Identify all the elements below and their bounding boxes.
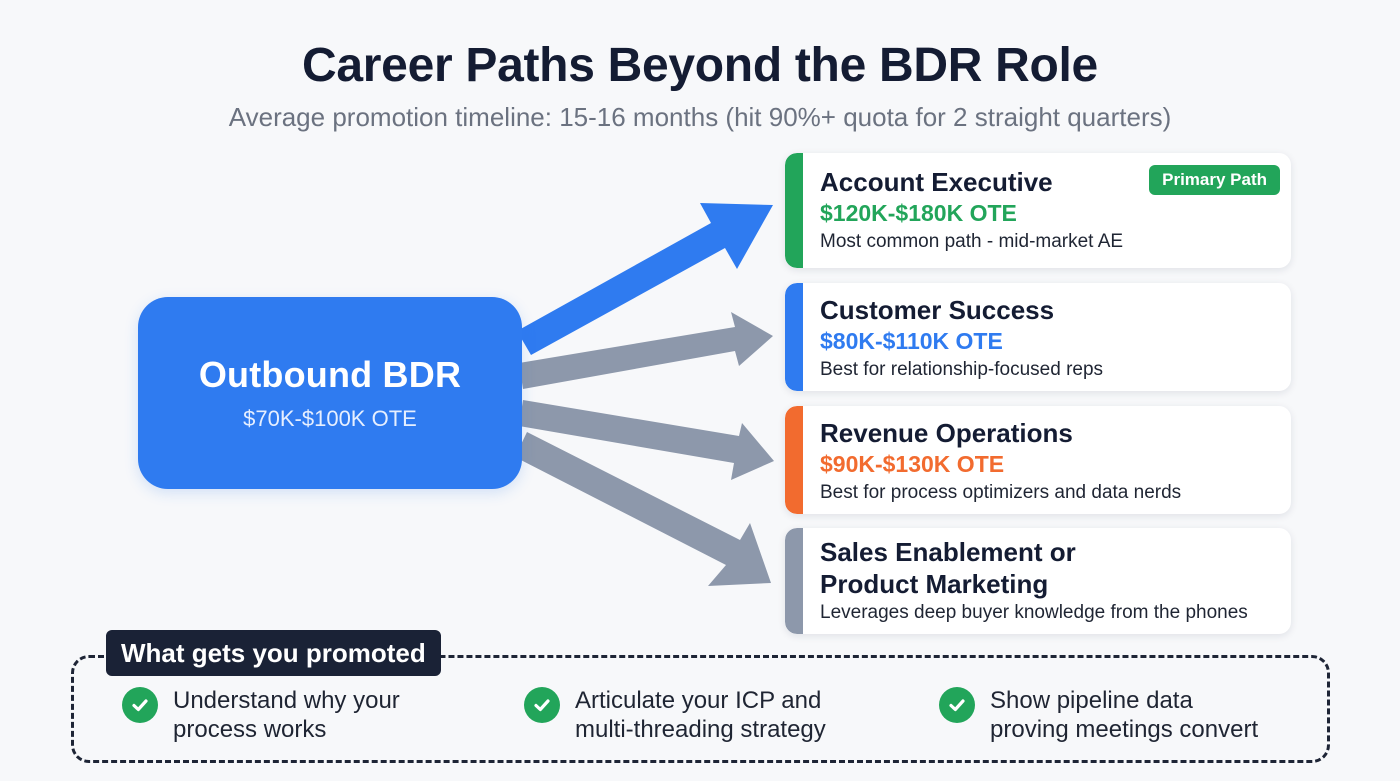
source-role-box: Outbound BDR $70K-$100K OTE xyxy=(138,297,522,489)
arrow-sales-enablement xyxy=(515,432,771,586)
card-title-line-1: Sales Enablement or xyxy=(820,537,1076,567)
promotion-item: Understand why your process works xyxy=(122,686,400,744)
path-card-revenue-operations: Revenue Operations $90K-$130K OTE Best f… xyxy=(785,406,1291,514)
promotion-criteria-label: What gets you promoted xyxy=(106,630,441,676)
promotion-item-text: Understand why your process works xyxy=(173,686,400,744)
card-salary: $120K-$180K OTE xyxy=(820,200,1017,226)
promotion-item-line: multi-threading strategy xyxy=(575,716,826,743)
check-circle-icon xyxy=(524,687,560,723)
check-circle-icon xyxy=(122,687,158,723)
promotion-item-line: Show pipeline data xyxy=(990,687,1193,714)
card-accent-bar xyxy=(785,528,803,634)
promotion-item-line: Articulate your ICP and xyxy=(575,687,822,714)
card-accent-bar xyxy=(785,406,803,514)
promotion-item-line: Understand why your xyxy=(173,687,400,714)
card-description: Best for relationship-focused reps xyxy=(820,359,1104,380)
card-title: Customer Success xyxy=(820,295,1055,325)
card-accent-bar xyxy=(785,153,803,268)
arrow-account-executive xyxy=(517,203,773,355)
source-role-title: Outbound BDR xyxy=(198,354,462,395)
primary-path-badge: Primary Path xyxy=(1149,165,1280,195)
promotion-item-line: proving meetings convert xyxy=(990,716,1259,743)
card-salary: $90K-$130K OTE xyxy=(820,451,1005,477)
source-role-salary: $70K-$100K OTE xyxy=(243,406,417,431)
page-subtitle: Average promotion timeline: 15-16 months… xyxy=(228,102,1172,132)
card-description: Best for process optimizers and data ner… xyxy=(820,482,1182,503)
promotion-item-text: Articulate your ICP and multi-threading … xyxy=(575,686,826,744)
promotion-criteria-box xyxy=(71,655,1330,763)
path-card-account-executive: Account Executive $120K-$180K OTE Most c… xyxy=(785,153,1291,268)
card-description: Leverages deep buyer knowledge from the … xyxy=(820,602,1248,623)
card-title: Account Executive xyxy=(820,167,1053,197)
promotion-item: Articulate your ICP and multi-threading … xyxy=(524,686,826,744)
card-salary: $80K-$110K OTE xyxy=(820,328,1003,354)
promotion-item-text: Show pipeline data proving meetings conv… xyxy=(990,686,1258,744)
check-circle-icon xyxy=(939,687,975,723)
card-title: Revenue Operations xyxy=(820,418,1073,448)
path-card-sales-enablement: Sales Enablement or Product Marketing Le… xyxy=(785,528,1291,634)
arrow-customer-success xyxy=(519,312,773,389)
card-title-line-2: Product Marketing xyxy=(820,569,1049,599)
path-card-customer-success: Customer Success $80K-$110K OTE Best for… xyxy=(785,283,1291,391)
card-description: Most common path - mid-market AE xyxy=(820,231,1124,252)
arrow-revenue-operations xyxy=(519,400,774,480)
promotion-item: Show pipeline data proving meetings conv… xyxy=(939,686,1258,744)
promotion-item-line: process works xyxy=(173,716,327,743)
page-title: Career Paths Beyond the BDR Role xyxy=(302,39,1098,92)
card-accent-bar xyxy=(785,283,803,391)
